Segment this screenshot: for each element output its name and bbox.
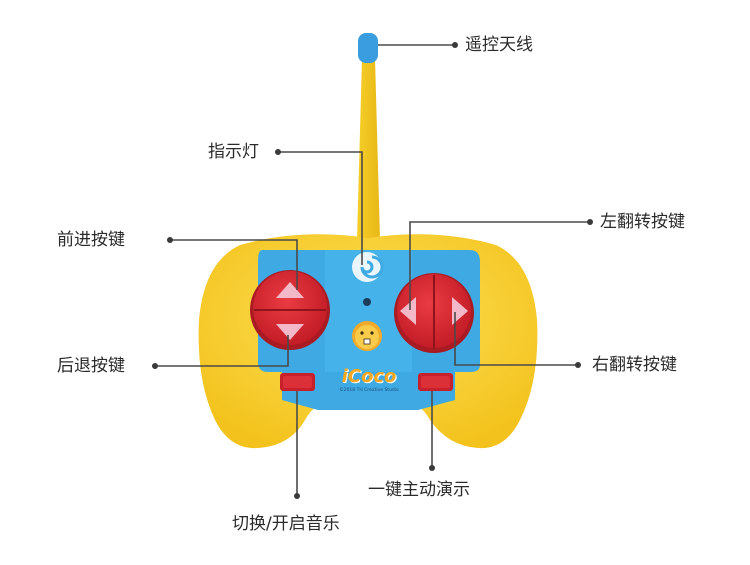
callout-flip-right (454, 312, 578, 366)
blue-panel-center (325, 250, 412, 372)
antenna-rod (357, 58, 380, 240)
arrow-up-icon (276, 282, 304, 298)
label-backward: 后退按键 (57, 356, 125, 376)
callout-backward (155, 335, 289, 367)
forward-backward-dpad[interactable] (250, 270, 330, 350)
label-antenna: 遥控天线 (465, 35, 533, 55)
label-indicator: 指示灯 (208, 142, 259, 162)
label-flip-right: 右翻转按键 (592, 355, 677, 375)
label-demo: 一键主动演示 (368, 480, 470, 500)
arrow-left-icon (400, 297, 416, 325)
label-music: 切换/开启音乐 (232, 514, 340, 534)
flip-dpad[interactable] (394, 273, 474, 353)
label-forward: 前进按键 (57, 230, 125, 250)
indicator-light (352, 252, 384, 306)
callout-indicator (278, 151, 363, 265)
callout-forward (170, 239, 298, 290)
antenna-tip (358, 33, 378, 63)
mascot-logo (352, 321, 382, 351)
brand-logo: iCoco (341, 366, 397, 387)
arrow-down-icon (276, 324, 304, 340)
arrow-right-icon (452, 297, 468, 325)
antenna (352, 33, 384, 245)
indicator-dot (363, 298, 371, 306)
label-flip-left: 左翻转按键 (600, 212, 685, 232)
brand-copyright: ©2018 TH Creative Studio (339, 388, 399, 393)
callout-flip-left (409, 221, 590, 310)
callout-lines (152, 42, 593, 499)
